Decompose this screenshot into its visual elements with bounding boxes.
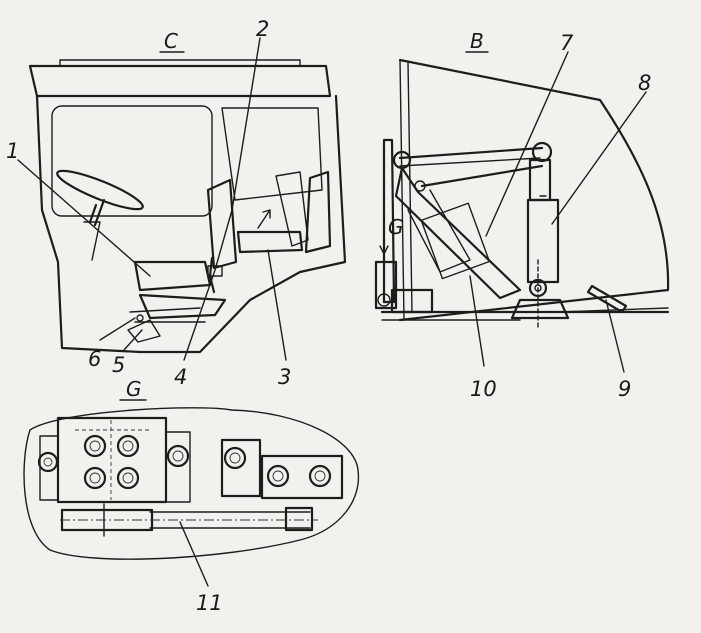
side-view: G 7 8 9 10 B [374,29,670,401]
callout-7: 7 [560,31,574,55]
left-mount-plate [56,416,168,504]
cab-roof [28,64,332,98]
hydraulic-cylinder [526,198,560,284]
cylinder-base [510,298,570,320]
cab-view: 1 2 3 4 5 6 C [6,17,347,389]
cab-body [35,94,347,354]
callout-9: 9 [618,377,631,401]
rear-seat-back [304,170,332,254]
callout-6: 6 [88,347,101,371]
middle-mount-plate [220,438,262,498]
section-outline [23,407,360,560]
motion-arrow [257,209,271,229]
cab-view-letter: C [164,29,178,53]
diagonal-arm [394,166,522,300]
side-view-letter: B [470,29,484,53]
callout-1: 1 [6,139,19,163]
latch-post [374,260,398,310]
right-mount-plate [260,454,344,500]
seat-base [138,293,227,320]
bolt-group-right [266,464,332,488]
seat-back [206,178,238,270]
section-arrow [379,209,389,255]
steering-column [88,198,106,227]
callout-4: 4 [174,365,187,389]
pedal [586,284,628,314]
callout-2: 2 [256,17,269,41]
front-window [51,105,213,217]
seat-cushion [133,260,212,292]
section-arrow-letter: G [388,215,404,239]
callout-8: 8 [638,71,651,95]
torsion-shaft [149,511,311,529]
shaft-bushing [284,506,314,532]
section-view: 11 G [23,377,360,615]
pedal-bracket [127,319,161,343]
seat-hinge-plate [275,171,309,247]
callout-3: 3 [278,365,291,389]
jump-seat [236,230,304,254]
arm-panel [420,202,491,280]
bolt-group-left [37,434,190,490]
callout-11: 11 [196,591,223,615]
link-pivot [531,141,553,163]
callout-10: 10 [470,377,497,401]
callout-5: 5 [112,353,125,377]
latch-block [390,288,434,314]
side-panel-outline [398,58,670,322]
steering-wheel [56,169,144,211]
section-view-letter: G [126,377,142,401]
rear-window [221,107,323,201]
